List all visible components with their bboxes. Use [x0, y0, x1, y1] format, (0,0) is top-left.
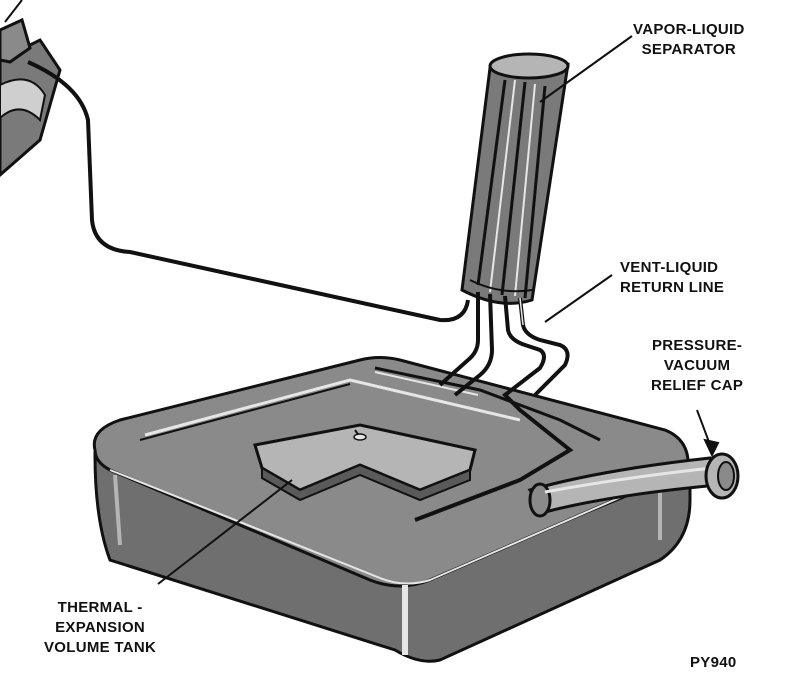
label-line: RETURN LINE [620, 279, 725, 296]
figure-code: PY940 [690, 654, 737, 671]
label-vapor-liquid-separator: VAPOR-LIQUID SEPARATOR [633, 20, 745, 60]
label-thermal-expansion-volume-tank: THERMAL - EXPANSION VOLUME TANK [44, 598, 156, 658]
label-vent-liquid-return-line: VENT-LIQUID RETURN LINE [620, 258, 724, 298]
label-pressure-vacuum-relief-cap: PRESSURE- VACUUM RELIEF CAP [651, 336, 743, 396]
thermal-expansion-tank [253, 423, 477, 502]
leader-lines [157, 35, 720, 585]
charcoal-canister [0, 0, 62, 177]
label-line: RELIEF CAP [651, 377, 744, 394]
label-line: PRESSURE- [651, 337, 743, 354]
label-line: VOLUME TANK [44, 639, 157, 656]
vent-liquid-return-lines [414, 292, 574, 522]
label-line: VAPOR-LIQUID [633, 21, 745, 38]
label-line: VENT-LIQUID [620, 259, 719, 276]
label-line: EXPANSION [55, 619, 146, 636]
label-line: VACUUM [663, 357, 731, 374]
vapor-line [27, 60, 470, 323]
fuel-tank [92, 356, 692, 663]
vapor-liquid-separator [460, 52, 570, 305]
relief-cap [704, 452, 740, 500]
label-line: SEPARATOR [641, 41, 737, 58]
label-line: THERMAL - [57, 599, 143, 616]
